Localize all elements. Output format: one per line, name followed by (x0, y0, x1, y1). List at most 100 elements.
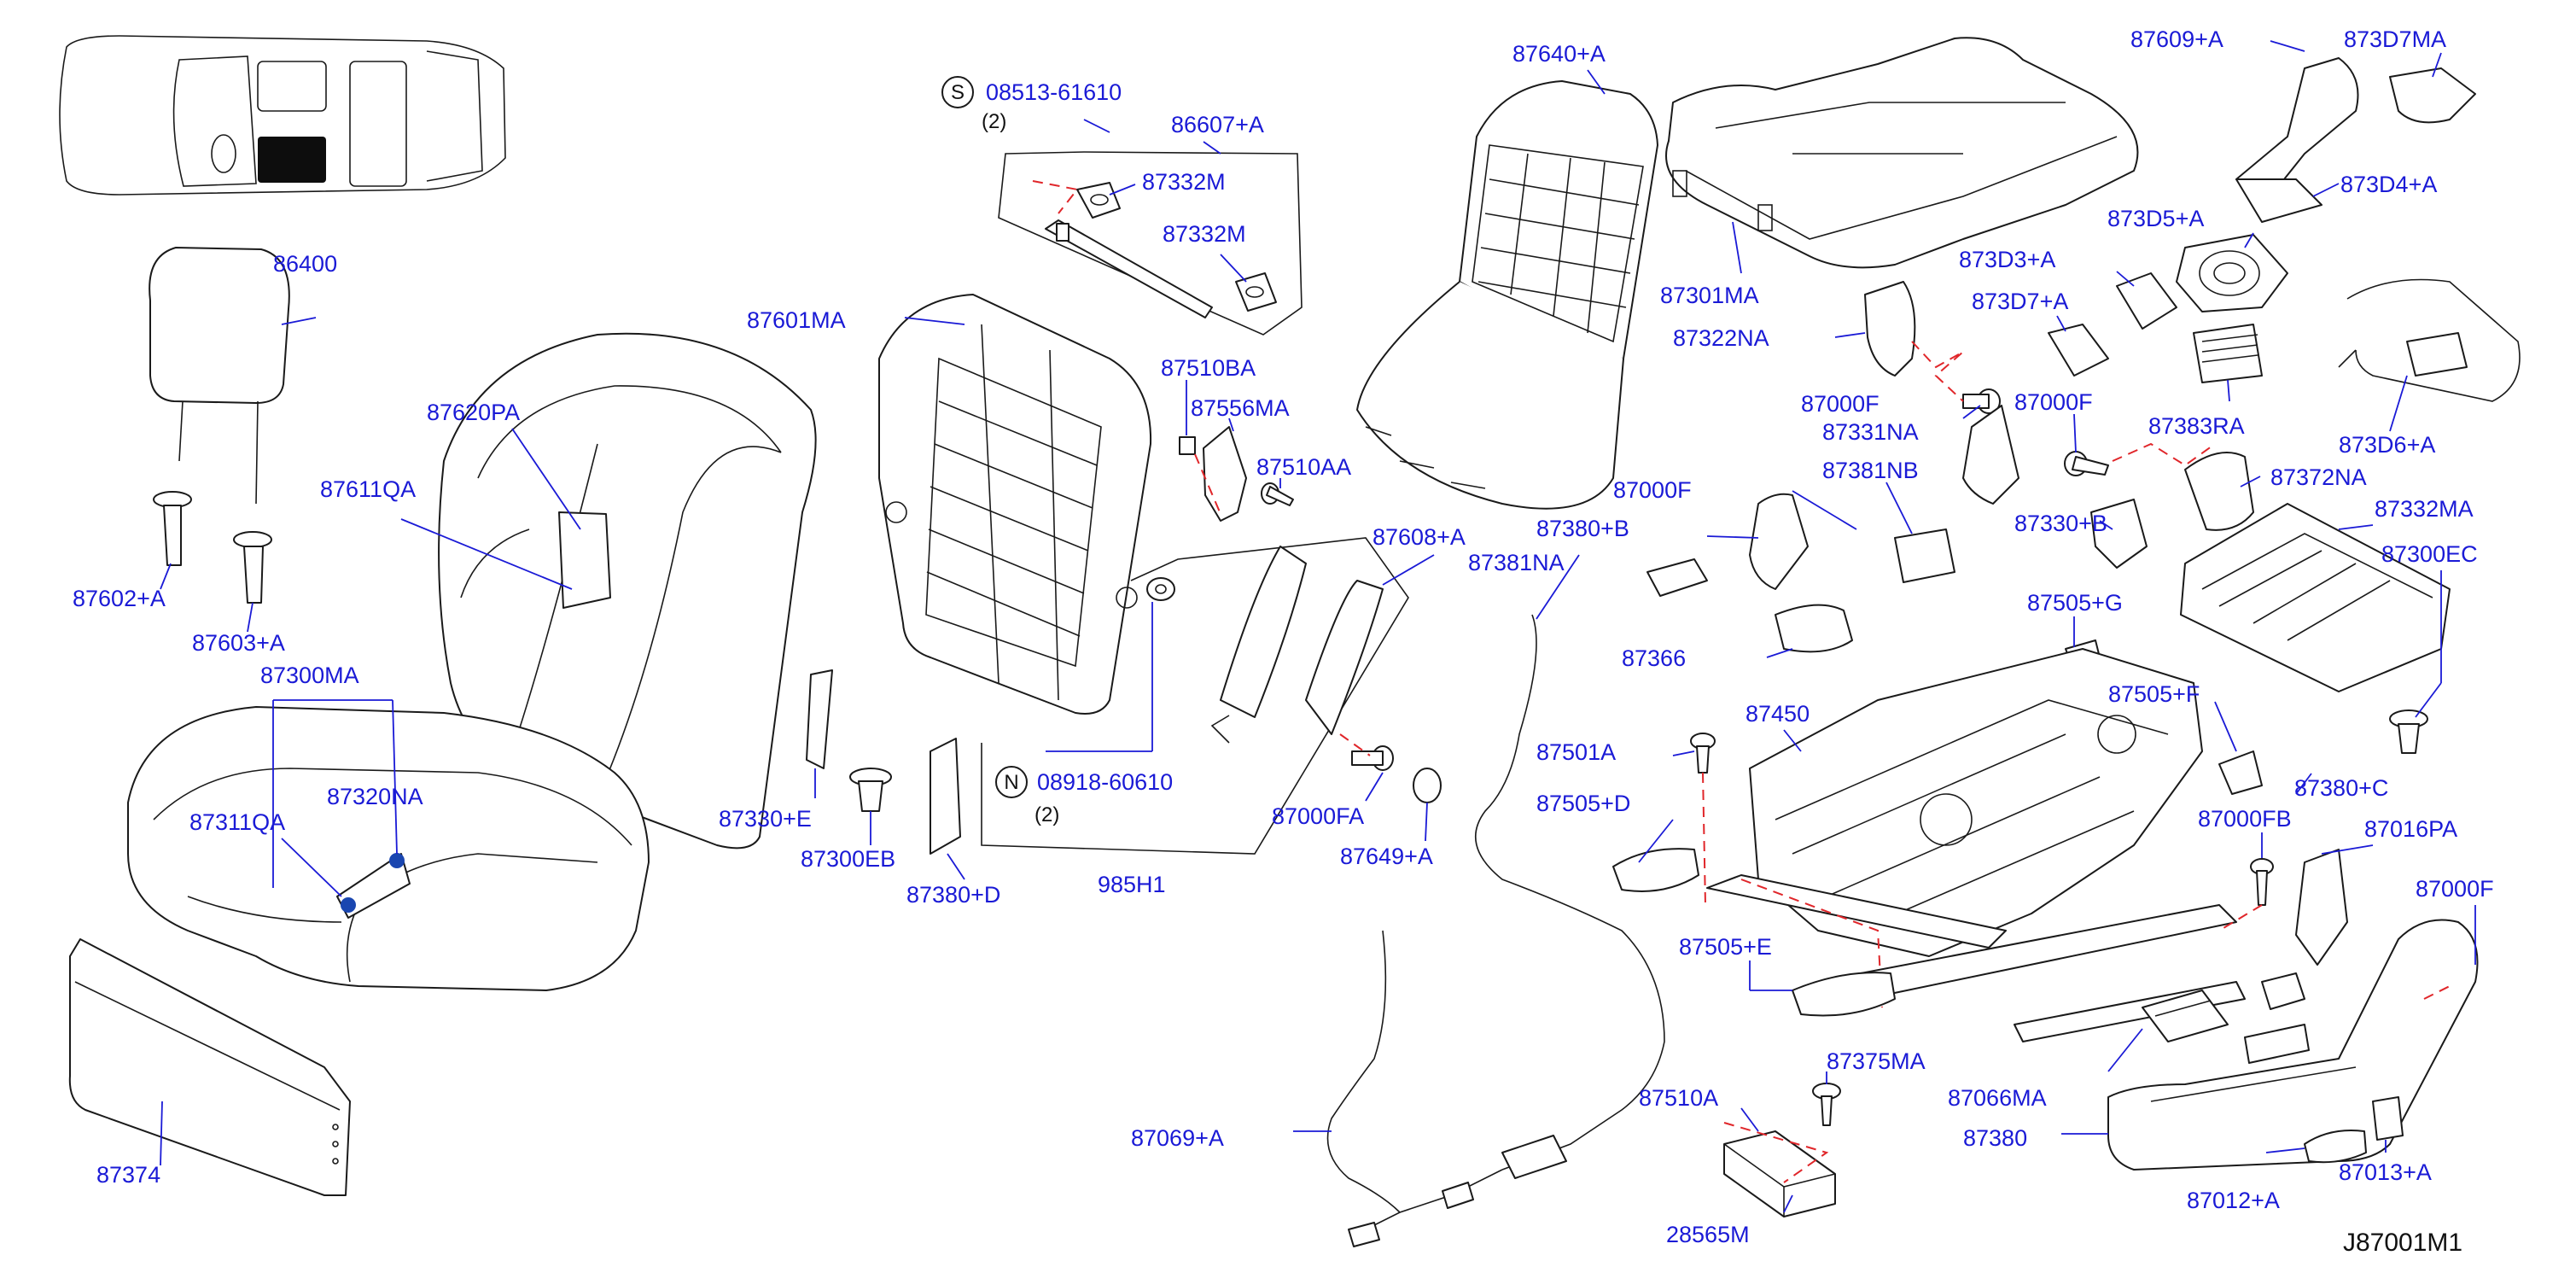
callout-87332ma[interactable]: 87332MA (2375, 496, 2474, 522)
cap-87649a (1413, 768, 1442, 803)
callout-87381nb[interactable]: 87381NB (1822, 458, 1919, 483)
callout-873d4a[interactable]: 873D4+A (2340, 172, 2437, 197)
callout-87620pa[interactable]: 87620PA (427, 400, 520, 425)
duct-873d7ma (2389, 67, 2476, 124)
callout-87000fa[interactable]: 87000FA (1272, 803, 1364, 829)
selected-seat-position (258, 137, 326, 183)
callout-87300ma[interactable]: 87300MA (260, 663, 359, 688)
callout-87320na[interactable]: 87320NA (327, 784, 423, 809)
bolt-87510a (1812, 1083, 1841, 1126)
callout-87331na[interactable]: 87331NA (1822, 419, 1919, 445)
screw-symbol-letter: S (951, 81, 965, 104)
callout-labels: 08513-61610 (2) 86607+A 87332M 87332M 87… (73, 26, 2494, 1247)
back-board (1459, 80, 1658, 359)
callout-87380d[interactable]: 87380+D (906, 882, 1000, 908)
callout-87301ma[interactable]: 87301MA (1660, 283, 1759, 308)
callout-873d3a[interactable]: 873D3+A (1959, 247, 2055, 272)
cover-87381nb (1894, 528, 1955, 583)
callout-873d7a[interactable]: 873D7+A (1972, 289, 2068, 314)
callout-985h1[interactable]: 985H1 (1098, 872, 1166, 897)
callout-87603a[interactable]: 87603+A (192, 630, 285, 656)
guide-87000fb (2218, 904, 2263, 931)
callout-873d5a[interactable]: 873D5+A (2107, 206, 2204, 231)
callout-87300eb[interactable]: 87300EB (801, 846, 895, 872)
callout-87374[interactable]: 87374 (96, 1162, 160, 1188)
callout-87501a[interactable]: 87501A (1536, 739, 1616, 765)
callout-87380b[interactable]: 87380+B (1536, 516, 1629, 541)
callout-87000fb[interactable]: 87000FB (2198, 806, 2292, 832)
assembly-outline-985h1 (981, 537, 1409, 855)
callout-08918-60610[interactable]: 08918-60610 (1037, 769, 1173, 795)
callout-87069a[interactable]: 87069+A (1131, 1125, 1224, 1151)
callout-87556ma[interactable]: 87556MA (1191, 395, 1290, 421)
callout-87322na[interactable]: 87322NA (1673, 325, 1769, 351)
bracket-87322na (1864, 281, 1916, 377)
knob-87016pa (2261, 972, 2305, 1010)
headrest (149, 247, 290, 505)
callout-87608a[interactable]: 87608+A (1373, 524, 1466, 550)
guide-87322na (1911, 341, 1964, 402)
callout-qty-2-screw[interactable]: (2) (982, 110, 1006, 133)
callout-87640a[interactable]: 87640+A (1512, 41, 1606, 67)
callout-87383ra[interactable]: 87383RA (2148, 413, 2245, 439)
callout-87375ma[interactable]: 87375MA (1827, 1048, 1926, 1074)
callout-87013a[interactable]: 87013+A (2339, 1159, 2432, 1185)
callout-87012a[interactable]: 87012+A (2187, 1188, 2280, 1213)
seat-cushion (127, 706, 650, 991)
screw-symbol: S (941, 76, 974, 108)
callout-87649a[interactable]: 87649+A (1340, 844, 1433, 869)
cover-87505d (1612, 848, 1699, 892)
callout-87000f-side[interactable]: 87000F (2416, 876, 2494, 902)
callout-87381na[interactable]: 87381NA (1468, 550, 1565, 575)
airbag-cover-87608a (1305, 580, 1384, 735)
guide-87000fa (1339, 733, 1371, 756)
callout-87000f-mid[interactable]: 87000F (1613, 477, 1692, 503)
callout-87380c[interactable]: 87380+C (2294, 775, 2388, 801)
headrest-guide-right (233, 531, 272, 604)
callout-87332m-1[interactable]: 87332M (1142, 169, 1226, 195)
callout-87332m-2[interactable]: 87332M (1163, 221, 1246, 247)
seatback-pad-insert (558, 511, 611, 609)
callout-873d6a[interactable]: 873D6+A (2339, 432, 2435, 458)
callout-86400[interactable]: 86400 (273, 251, 337, 277)
callout-87366[interactable]: 87366 (1622, 645, 1686, 671)
callout-87016pa[interactable]: 87016PA (2364, 816, 2457, 842)
bracket-87372na (2184, 452, 2254, 531)
callout-87510aa[interactable]: 87510AA (1256, 454, 1351, 480)
callout-87505f[interactable]: 87505+F (2108, 681, 2200, 707)
assembly-outline-86607 (998, 151, 1303, 336)
callout-08513-61610[interactable]: 08513-61610 (986, 79, 1122, 105)
callout-87372na[interactable]: 87372NA (2270, 464, 2367, 490)
callout-qty-2-nut[interactable]: (2) (1034, 803, 1059, 826)
callout-87505d[interactable]: 87505+D (1536, 791, 1630, 816)
callout-87510ba[interactable]: 87510BA (1161, 355, 1256, 381)
callout-87510a[interactable]: 87510A (1639, 1085, 1718, 1111)
callout-28565m[interactable]: 28565M (1666, 1222, 1750, 1247)
callout-87000f-right[interactable]: 87000F (2014, 389, 2093, 415)
callout-87601ma[interactable]: 87601MA (747, 307, 846, 333)
cover-87380b (1749, 493, 1809, 590)
callout-86607a[interactable]: 86607+A (1171, 112, 1264, 137)
callout-87330b[interactable]: 87330+B (2014, 511, 2107, 536)
cover-87505e (1792, 972, 1896, 1017)
callout-87609a[interactable]: 87609+A (2130, 26, 2223, 52)
callout-87611qa[interactable]: 87611QA (320, 476, 416, 502)
callout-87330e[interactable]: 87330+E (719, 806, 812, 832)
bolt-87000fa (1351, 745, 1394, 771)
callout-87300ec[interactable]: 87300EC (2381, 541, 2478, 567)
seat-track-frame (1749, 648, 2203, 957)
switch-87066ma (2142, 990, 2229, 1042)
callout-87505e[interactable]: 87505+E (1679, 934, 1772, 960)
knob-87013a (2372, 1096, 2404, 1141)
callout-87505g[interactable]: 87505+G (2027, 590, 2123, 616)
callout-87000f-left[interactable]: 87000F (1801, 391, 1880, 417)
seatback-frame (878, 294, 1152, 715)
bracket-87556ma (1203, 426, 1247, 522)
callout-87380[interactable]: 87380 (1963, 1125, 2027, 1151)
callout-87602a[interactable]: 87602+A (73, 586, 166, 611)
clip-marker-cushion-1 (341, 897, 356, 913)
callout-87450[interactable]: 87450 (1746, 701, 1810, 727)
callout-87311qa[interactable]: 87311QA (189, 809, 285, 835)
callout-873d7ma[interactable]: 873D7MA (2344, 26, 2446, 52)
callout-87066ma[interactable]: 87066MA (1948, 1085, 2047, 1111)
